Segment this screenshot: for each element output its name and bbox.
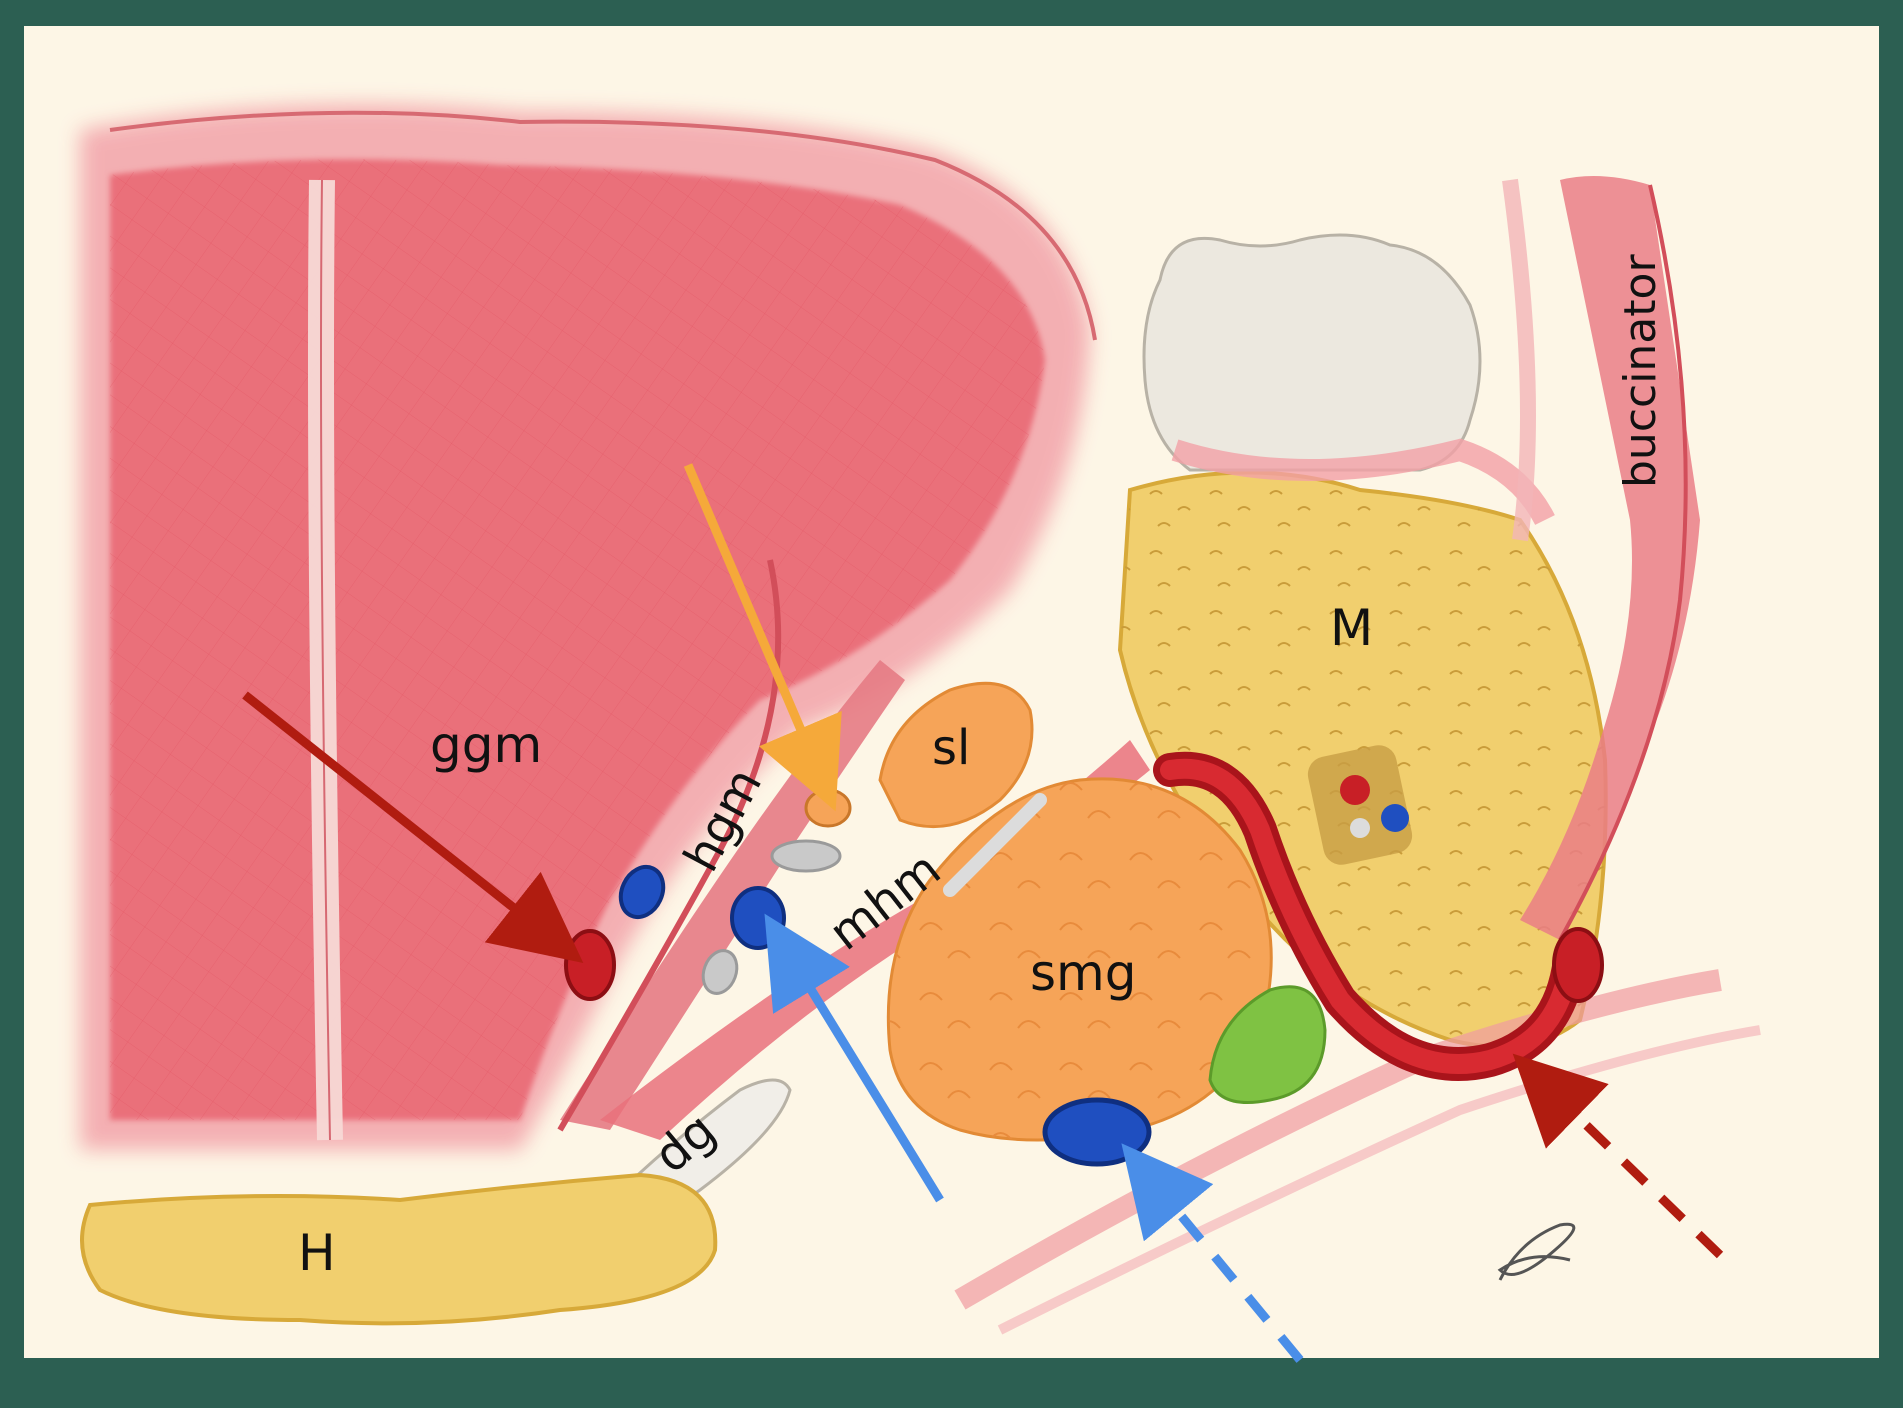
label-H: H [298,1224,336,1282]
label-ggm: ggm [430,716,542,774]
lingual-nerve [772,841,840,871]
label-smg: smg [1030,944,1137,1002]
lingual-artery [566,931,614,999]
label-buccinator: buccinator [1615,254,1666,488]
facial-vein [1045,1100,1149,1164]
submandibular-duct [806,790,850,826]
hypoglossal-vein [732,888,784,948]
label-sl: sl [932,720,970,776]
label-M: M [1330,599,1373,657]
